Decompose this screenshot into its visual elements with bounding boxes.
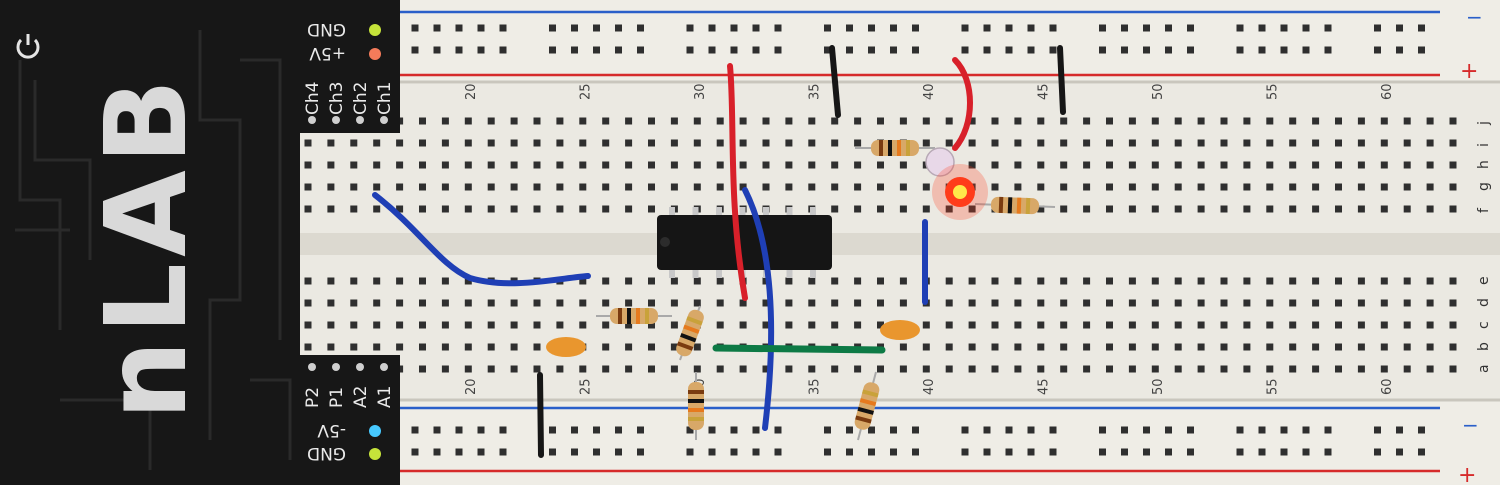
row-letter: a xyxy=(1476,364,1492,373)
channel-label-ch1: Ch1 xyxy=(375,82,395,115)
row-letter: g xyxy=(1476,182,1492,191)
column-number: 30 xyxy=(693,83,708,100)
column-number: 25 xyxy=(579,378,594,395)
wire-black-1 xyxy=(829,45,841,118)
pin-label-a2: A2 xyxy=(351,386,371,408)
pin-label-p1: P1 xyxy=(327,387,347,408)
resistor xyxy=(855,140,935,156)
column-number: 50 xyxy=(1151,378,1166,395)
pin-dot-gnd xyxy=(369,24,381,36)
row-letter: d xyxy=(1476,298,1492,307)
rail-sign-plus-bottom: + xyxy=(1458,463,1476,485)
capacitor-1 xyxy=(546,337,586,357)
resistor xyxy=(974,196,1056,215)
row-letter: f xyxy=(1476,207,1492,213)
row-letter: h xyxy=(1476,160,1492,169)
column-number: 35 xyxy=(808,83,823,100)
row-letter: j xyxy=(1476,121,1492,126)
rail-sign-minus-top: − xyxy=(1466,5,1483,29)
capacitor-2 xyxy=(880,320,920,340)
column-number: 45 xyxy=(1037,83,1052,100)
row-letter: c xyxy=(1476,321,1492,329)
column-number: 50 xyxy=(1151,83,1166,100)
wire-black-2 xyxy=(1057,45,1066,115)
top-power-rail xyxy=(400,0,1500,84)
column-numbers: 202025253030353540404545505055556060 xyxy=(464,83,1395,395)
column-number: 45 xyxy=(1037,378,1052,395)
row-letter: i xyxy=(1476,143,1492,147)
pin-label-p2: P2 xyxy=(303,387,323,408)
wire-red-1 xyxy=(727,63,748,301)
channel-label-ch3: Ch3 xyxy=(327,82,347,115)
pin-dot-gnd-bottom xyxy=(369,448,381,460)
column-number: 55 xyxy=(1266,378,1281,395)
bottom-pins xyxy=(308,363,388,371)
column-number: 35 xyxy=(808,378,823,395)
channel-pins xyxy=(308,116,388,124)
pin-dot-minus5v xyxy=(369,425,381,437)
resistor xyxy=(854,371,880,441)
row-letter: b xyxy=(1476,342,1492,351)
capacitors xyxy=(546,320,920,357)
led-red-core xyxy=(953,185,967,199)
column-number: 60 xyxy=(1380,378,1395,395)
jumper-wires xyxy=(372,45,1066,458)
pin-label-gnd: GND xyxy=(307,19,346,39)
column-number: 20 xyxy=(464,83,479,100)
channel-labels: Ch4 Ch3 Ch2 Ch1 xyxy=(303,82,395,115)
column-number: 60 xyxy=(1380,83,1395,100)
row-letters: j i h g f e d c b a xyxy=(1476,121,1492,373)
wire-black-3 xyxy=(537,372,544,458)
wire-blue-1 xyxy=(372,192,591,287)
column-number: 40 xyxy=(922,378,937,395)
column-number: 55 xyxy=(1266,83,1281,100)
channel-label-ch2: Ch2 xyxy=(351,82,371,115)
pin-label-5v: +5V xyxy=(309,43,346,63)
pcb-traces xyxy=(15,30,292,470)
rail-sign-minus-bottom: − xyxy=(1462,413,1479,437)
wire-blue-2 xyxy=(742,187,775,431)
column-number: 40 xyxy=(922,83,937,100)
resistor xyxy=(688,372,704,440)
led-clear xyxy=(925,147,955,177)
ic-chip xyxy=(657,207,832,278)
nlab-board xyxy=(0,0,400,485)
column-number: 25 xyxy=(579,83,594,100)
resistor xyxy=(596,308,672,324)
pin-label-minus5v: -5V xyxy=(317,420,346,440)
breadboard-holes xyxy=(304,24,1457,456)
column-number: 20 xyxy=(464,378,479,395)
row-letter: e xyxy=(1476,276,1492,285)
channel-label-ch4: Ch4 xyxy=(303,82,323,115)
power-icon xyxy=(16,34,40,59)
nlab-logo: nLAB xyxy=(82,73,212,420)
pin-label-a1: A1 xyxy=(375,386,395,408)
center-channel xyxy=(300,233,1500,255)
resistors xyxy=(596,140,1056,441)
resistor xyxy=(676,305,704,361)
wire-red-2 xyxy=(952,57,973,151)
rail-sign-plus-top: + xyxy=(1460,59,1478,84)
wire-green-1 xyxy=(712,344,886,354)
bottom-pin-labels: P2 P1 A2 A1 xyxy=(303,386,395,408)
pin-dot-5v xyxy=(369,48,381,60)
pin-label-gnd-bottom: GND xyxy=(307,443,346,463)
leds xyxy=(925,147,988,220)
